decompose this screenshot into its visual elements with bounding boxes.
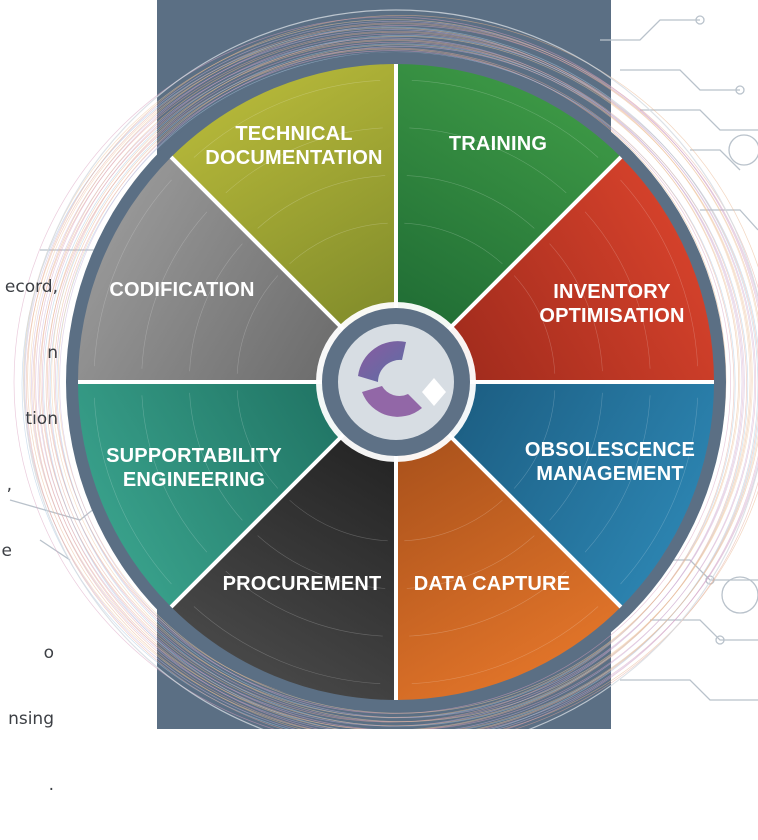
segment-data-capture <box>396 382 621 700</box>
logo-arc-top <box>358 341 406 382</box>
label-procurement-line: PROCUREMENT <box>223 573 382 595</box>
segment-training <box>396 63 621 382</box>
left-fragment-2-line-1: , <box>6 475 12 495</box>
segment-texture-arc <box>584 211 651 369</box>
wheel-dividers <box>78 64 714 700</box>
label-obsolescence-management-line: OBSOLESCENCE <box>525 439 695 461</box>
logo-diamond <box>422 378 446 406</box>
label-obsolescence-management-line: MANAGEMENT <box>536 463 684 485</box>
segment-texture-arc <box>257 535 386 589</box>
label-data-capture-line: DATA CAPTURE <box>414 573 570 595</box>
segment-texture-arc <box>225 570 383 637</box>
label-codification: CODIFICATION <box>109 279 254 301</box>
label-codification-line: CODIFICATION <box>109 279 254 301</box>
left-fragment-3-line-1: o <box>43 643 54 663</box>
segment-texture-arc <box>406 175 535 229</box>
label-training-line: TRAINING <box>449 133 547 155</box>
segment-texture-arc <box>404 499 503 542</box>
segment-supportability-engineering <box>77 382 396 607</box>
left-fragment-1-line-1: ecord, <box>4 277 58 297</box>
swirl-rings <box>13 9 758 729</box>
segment-divider <box>169 421 357 609</box>
label-technical-documentation-line: DOCUMENTATION <box>205 147 382 169</box>
segment-texture-arc <box>409 570 567 637</box>
segment-texture-arc <box>189 243 243 372</box>
segment-divider <box>169 155 357 343</box>
segment-texture-arc <box>236 275 279 374</box>
segment-texture-arc <box>513 390 556 489</box>
left-fragment-1-line-3: tion <box>25 409 58 429</box>
segment-texture-arc <box>411 80 599 158</box>
segment-texture-arc <box>94 397 172 585</box>
label-inventory-optimisation-line: OPTIMISATION <box>539 305 684 327</box>
label-supportability-engineering-line: ENGINEERING <box>123 469 265 491</box>
segment-texture-arc <box>549 243 603 372</box>
label-data-capture: DATA CAPTURE <box>414 573 570 595</box>
segment-texture-arc <box>620 179 698 367</box>
segment-divider <box>435 421 623 609</box>
segment-texture-arc <box>620 397 698 585</box>
left-fragment-3-line-2: nsing <box>8 709 54 729</box>
segment-procurement <box>171 382 396 700</box>
segment-texture-arc <box>257 175 386 229</box>
left-fragment-1: ecord, n tion <box>0 232 58 474</box>
label-technical-documentation-line: TECHNICAL <box>235 123 352 145</box>
left-fragment-3-line-3: . <box>48 775 54 795</box>
segment-texture-arc <box>141 211 208 369</box>
segment-texture-arc <box>549 392 603 521</box>
segment-texture-arc <box>584 395 651 553</box>
segment-texture-arc <box>513 275 556 374</box>
segment-codification <box>77 157 396 382</box>
segment-texture-arc <box>406 535 535 589</box>
left-fragment-1-line-2: n <box>47 343 58 363</box>
segment-texture-arc <box>236 390 279 489</box>
segment-technical-documentation <box>171 63 396 383</box>
center-hub <box>316 302 476 462</box>
segment-inventory-optimisation <box>396 157 714 382</box>
hub-inner <box>338 324 454 440</box>
segment-obsolescence-management <box>396 382 714 607</box>
logo-arc-bottom <box>362 386 422 417</box>
label-supportability-engineering-line: SUPPORTABILITY <box>106 445 282 467</box>
segment-texture-arc <box>409 127 567 194</box>
label-training: TRAINING <box>449 133 547 155</box>
segment-texture-arc <box>189 392 243 521</box>
segment-texture-arc <box>141 395 208 553</box>
segment-texture-arc <box>404 222 503 265</box>
segment-divider <box>435 155 623 343</box>
segment-texture-arc <box>193 80 381 158</box>
segment-texture-arc <box>225 127 383 194</box>
segment-texture-arc <box>289 222 388 265</box>
segment-texture-arc <box>411 606 599 684</box>
segment-texture-arc <box>193 606 381 684</box>
label-inventory-optimisation-line: INVENTORY <box>553 281 671 303</box>
left-fragment-2: , e <box>0 430 12 606</box>
label-procurement: PROCUREMENT <box>223 573 382 595</box>
segment-texture-arc <box>94 179 172 367</box>
segment-texture-arc <box>289 499 388 542</box>
left-fragment-2-line-2: e <box>1 541 12 561</box>
